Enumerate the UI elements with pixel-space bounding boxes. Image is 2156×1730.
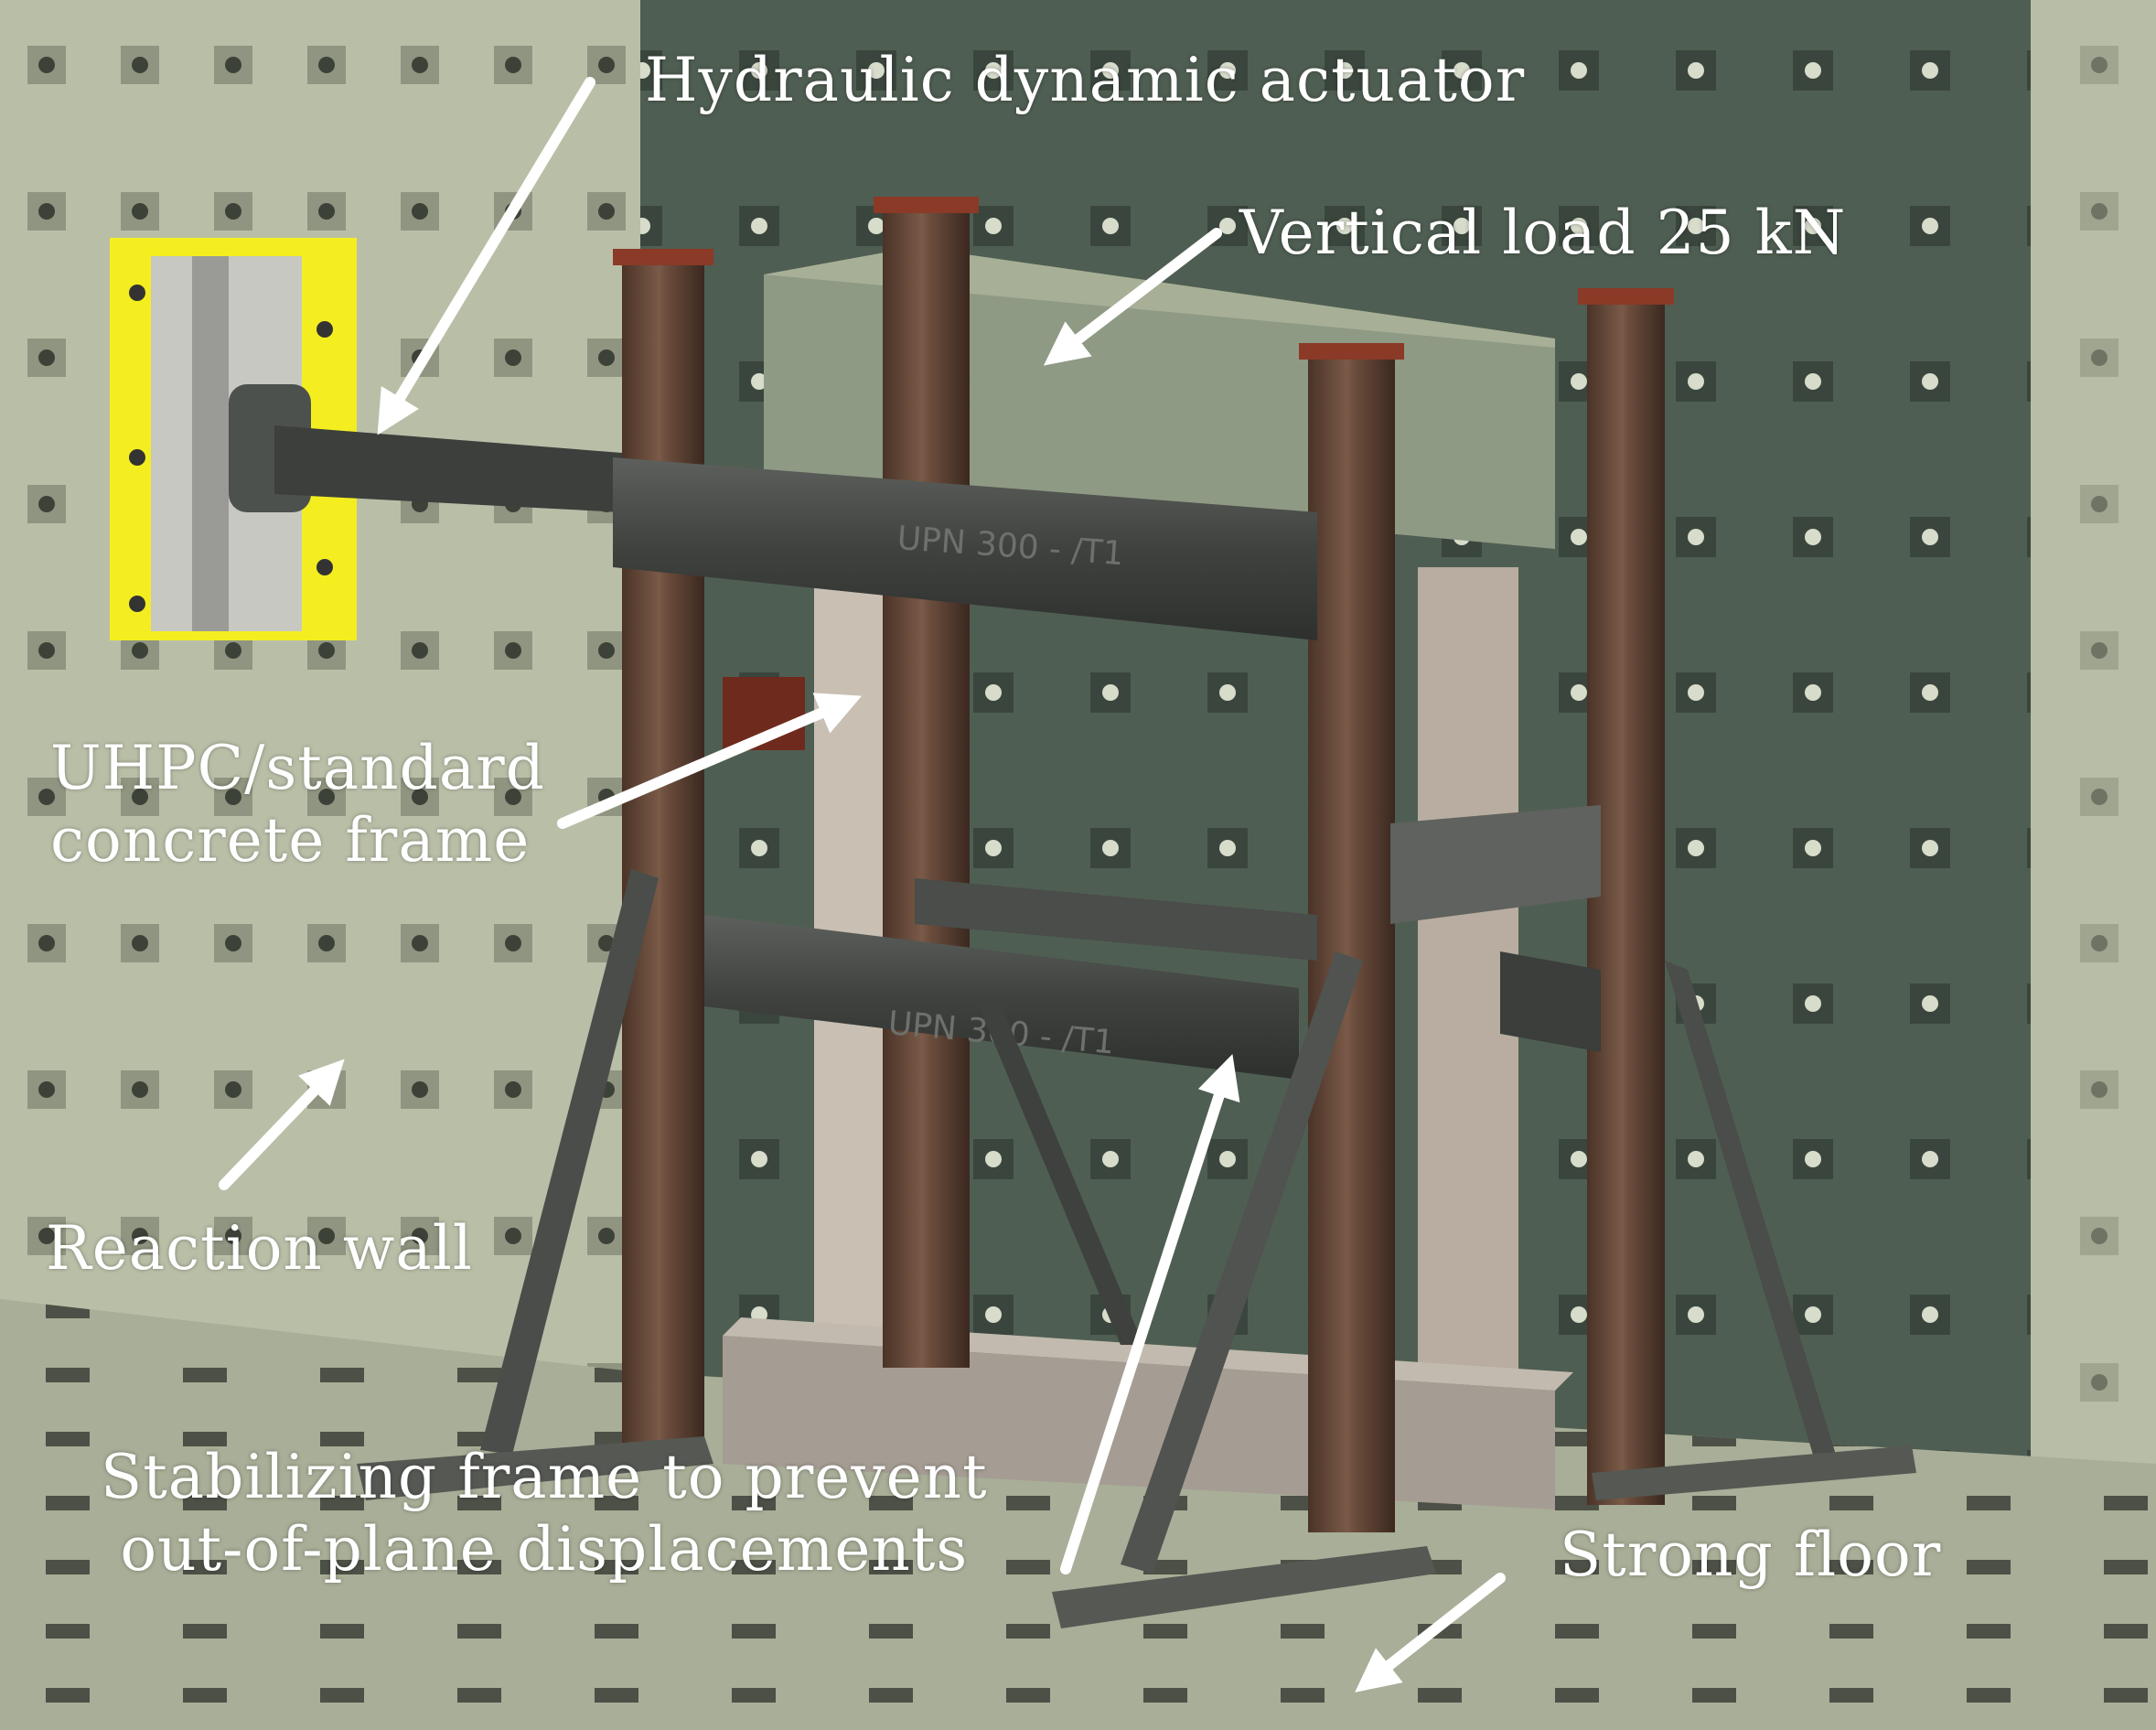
label-concrete-frame-line2: concrete frame xyxy=(50,805,531,876)
arrow-strong-floor xyxy=(1355,1573,1506,1692)
arrow-vertical-load xyxy=(1043,228,1222,366)
label-stabilizing-frame: Stabilizing frame to prevent out-of-plan… xyxy=(101,1441,988,1585)
steel-columns xyxy=(613,197,1674,1532)
stabilizing-frame xyxy=(357,869,1916,1628)
label-stabilizing-line2: out-of-plane displacements xyxy=(120,1514,969,1585)
arrow-concrete-frame xyxy=(557,693,863,829)
hydraulic-actuator xyxy=(229,384,622,512)
label-actuator: Hydraulic dynamic actuator xyxy=(645,45,1526,115)
arrow-reaction-wall xyxy=(219,1058,345,1190)
annotation-arrows xyxy=(219,77,1506,1692)
label-concrete-frame-line1: UHPC/standard xyxy=(50,733,545,803)
label-stabilizing-line1: Stabilizing frame to prevent xyxy=(101,1442,988,1512)
arrow-actuator xyxy=(377,77,595,435)
label-vertical-load: Vertical load 25 kN xyxy=(1239,198,1847,268)
steel-beams: UPN 300 - /T1 UPN 300 - /T1 xyxy=(613,457,1601,1080)
label-strong-floor: Strong floor xyxy=(1560,1520,1942,1590)
arrow-stabilizing-frame xyxy=(1060,1054,1240,1574)
label-reaction-wall: Reaction wall xyxy=(46,1213,473,1284)
label-concrete-frame: UHPC/standard concrete frame xyxy=(50,732,545,876)
